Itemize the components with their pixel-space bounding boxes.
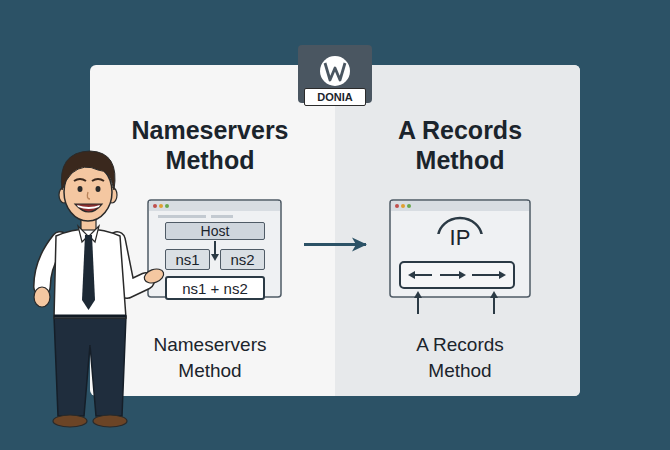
window-dot xyxy=(159,204,163,208)
logo-mark xyxy=(325,63,345,80)
bar-arrow-head xyxy=(408,271,415,279)
logo-circle xyxy=(320,56,350,86)
ip-arch: IP xyxy=(435,216,485,252)
browser-title-bar xyxy=(391,201,529,211)
method-panel: Nameservers MethodNameservers MethodHost… xyxy=(120,112,300,377)
shirt xyxy=(54,229,126,318)
browser-title-bar xyxy=(149,201,280,211)
up-arrow-head xyxy=(414,291,422,298)
tie xyxy=(82,235,95,310)
bar-arrow-head xyxy=(459,271,466,279)
panel-heading: A Records Method xyxy=(370,115,550,175)
arch-line xyxy=(438,218,482,234)
eye xyxy=(78,186,83,192)
placeholder-line xyxy=(158,215,206,218)
panel-heading: Nameservers Method xyxy=(120,115,300,175)
presenter-figure xyxy=(34,151,166,427)
hair xyxy=(61,151,115,190)
window-dot xyxy=(153,204,157,208)
hand xyxy=(142,266,165,285)
shoe xyxy=(53,415,87,427)
card-right-half xyxy=(335,65,580,396)
bar-arrow xyxy=(472,274,501,276)
eye xyxy=(96,186,101,192)
up-arrow-head xyxy=(490,291,498,298)
trousers xyxy=(54,316,126,416)
eyebrow xyxy=(74,179,86,181)
down-arrow xyxy=(214,241,216,256)
hand xyxy=(34,287,50,307)
nameserver-box: ns2 xyxy=(220,249,265,270)
panel-label: Nameservers Method xyxy=(140,332,280,384)
card xyxy=(90,65,580,396)
routing-bar xyxy=(400,262,514,288)
bar-arrow-head xyxy=(499,271,506,279)
box-label: ns2 xyxy=(230,251,254,268)
belt xyxy=(54,315,126,318)
box-label: Host xyxy=(201,223,230,239)
method-panel: A Records MethodA Records MethodIP xyxy=(370,112,550,377)
nameserver-box: ns1 xyxy=(165,249,210,270)
panel-label: A Records Method xyxy=(390,332,530,384)
browser-window xyxy=(390,200,530,297)
box-label: ns1 + ns2 xyxy=(182,280,247,297)
eyebrow xyxy=(92,179,104,181)
flow-arrow xyxy=(304,243,366,246)
host-box: Host xyxy=(165,222,265,240)
shoe xyxy=(93,415,127,427)
mouth xyxy=(75,204,102,212)
combined-nameserver-box: ns1 + ns2 xyxy=(165,276,265,300)
box-label: ns1 xyxy=(175,251,199,268)
brand-label: DONIA xyxy=(317,91,352,104)
window-dot xyxy=(165,204,169,208)
up-arrow xyxy=(417,297,419,314)
window-dot xyxy=(401,204,405,208)
brand-label-box: DONIA xyxy=(304,88,366,106)
ip-label: IP xyxy=(450,218,471,250)
bar-arrow xyxy=(440,274,461,276)
placeholder-line xyxy=(211,215,233,218)
down-arrow-head xyxy=(211,254,219,261)
window-dot xyxy=(395,204,399,208)
window-dot xyxy=(407,204,411,208)
teeth xyxy=(77,205,100,209)
nose xyxy=(87,192,90,199)
up-arrow xyxy=(493,297,495,314)
